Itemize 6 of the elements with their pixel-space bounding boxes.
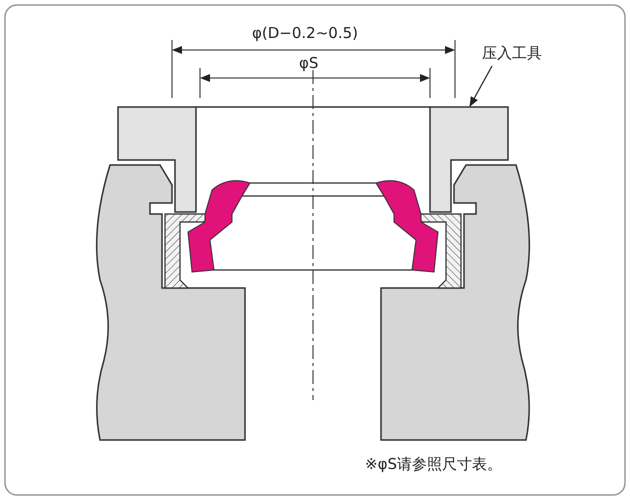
press-tool-drawing xyxy=(117,106,509,213)
leader-line xyxy=(469,66,493,107)
note-text: ※φS请参照尺寸表。 xyxy=(365,455,502,474)
dimension-label: φ(D−0.2~0.5) xyxy=(252,24,358,42)
part-label: 压入工具 xyxy=(482,44,542,63)
dimension-label: φS xyxy=(299,54,318,72)
